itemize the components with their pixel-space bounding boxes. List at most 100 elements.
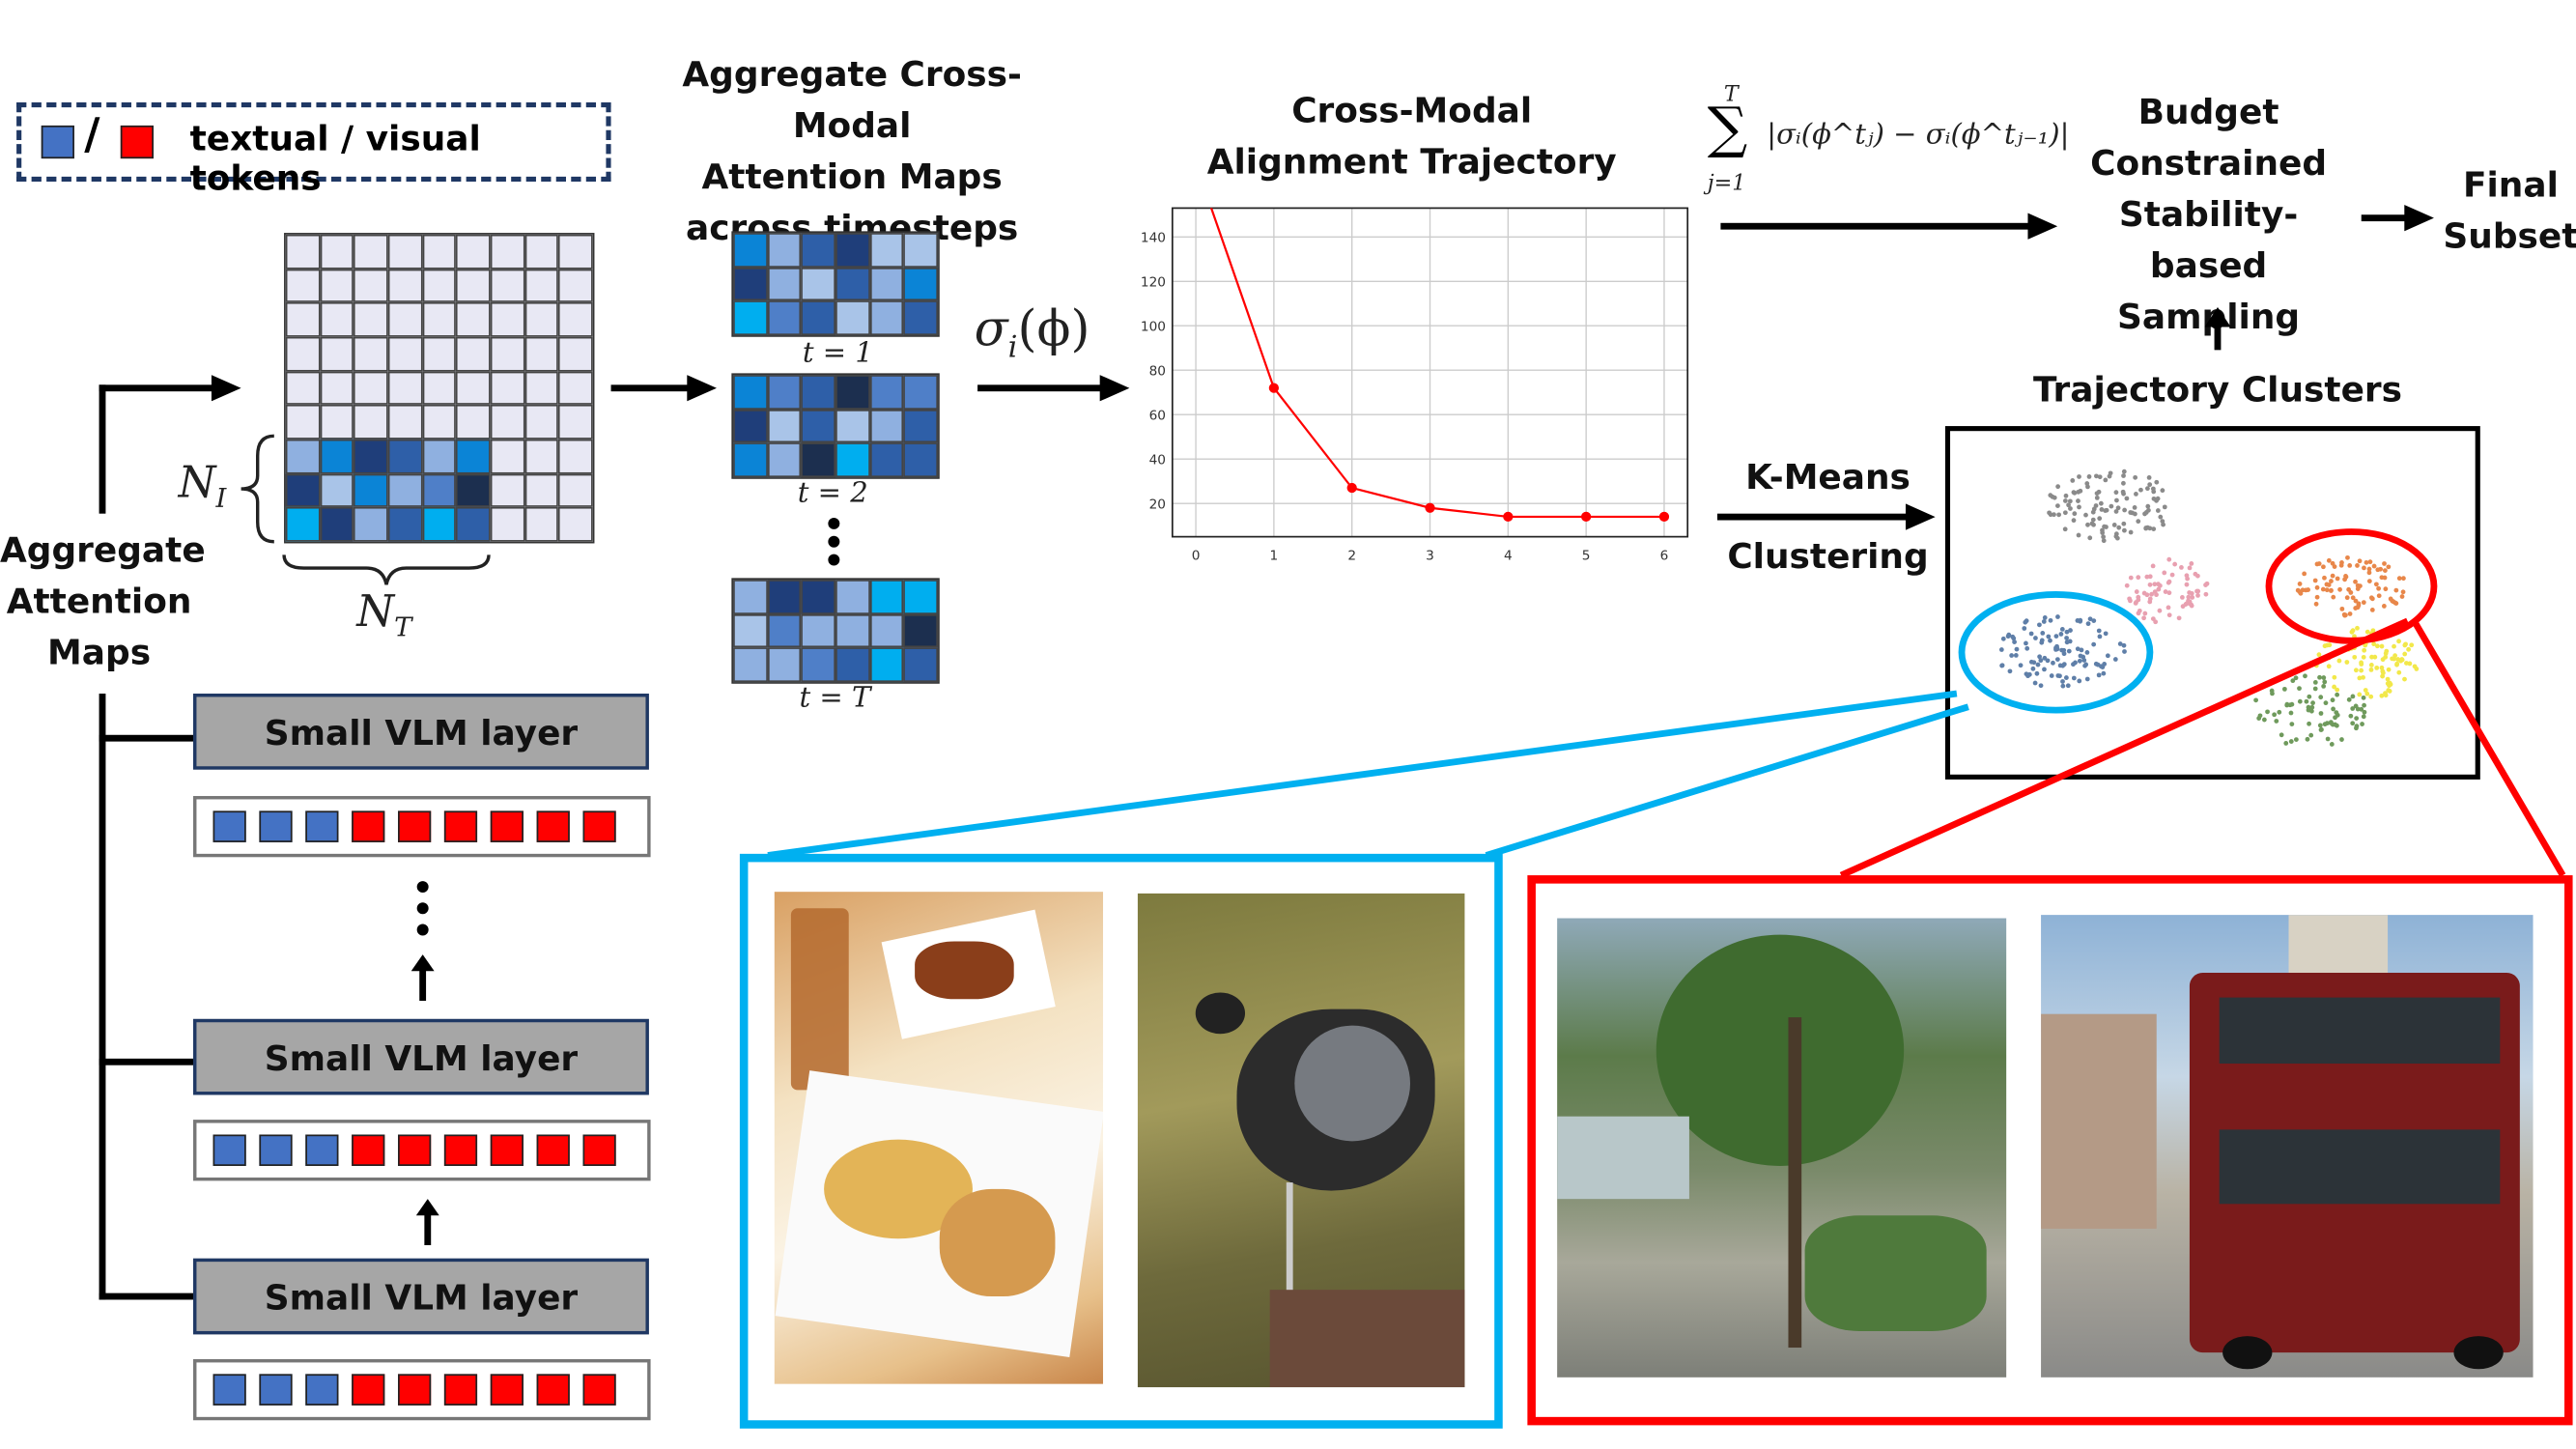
attention-cell — [285, 405, 321, 440]
x-tick-label: 3 — [1426, 549, 1434, 564]
data-point — [1268, 383, 1280, 393]
cluster-point — [2005, 634, 2011, 639]
cluster-point — [2009, 653, 2015, 658]
cluster-point — [2054, 657, 2060, 662]
arrow-up-icon — [410, 954, 435, 1002]
cluster-point — [2038, 683, 2044, 689]
attention-cell — [285, 234, 321, 270]
attention-cell — [524, 371, 559, 406]
cluster-point — [2160, 488, 2166, 494]
title-line: Alignment Trajectory — [1206, 142, 1617, 183]
attention-cell — [354, 405, 388, 440]
green-cluster — [2253, 673, 2367, 747]
heatmap-cell — [733, 613, 768, 648]
cluster-point — [2122, 507, 2127, 513]
n-i-brace-icon — [241, 434, 274, 544]
cluster-point — [2100, 530, 2106, 535]
attention-cell — [320, 302, 354, 337]
cluster-point — [1998, 647, 2004, 652]
heatmap-cell — [835, 647, 870, 683]
textual-token — [259, 1134, 293, 1166]
cluster-point — [2360, 722, 2364, 726]
cluster-point — [2361, 654, 2366, 660]
heatmap-cell — [869, 409, 904, 443]
aggregate-maps-title: Aggregate Cross-Modal Attention Maps acr… — [628, 49, 1077, 254]
cluster-point — [2329, 579, 2334, 583]
heatmap-cell — [903, 442, 939, 478]
cluster-point — [2101, 670, 2107, 676]
cluster-point — [2048, 493, 2053, 498]
cluster-point — [2035, 662, 2041, 668]
visual-token — [490, 810, 524, 842]
heatmap-tT — [731, 578, 940, 684]
cluster-point — [2155, 508, 2161, 513]
cluster-point — [2166, 579, 2172, 584]
photo-food — [774, 892, 1104, 1384]
cluster-point — [2049, 673, 2054, 678]
cluster-point — [2086, 474, 2092, 479]
final-subset-label: Final Subset — [2441, 160, 2576, 263]
cluster-point — [2180, 604, 2186, 610]
cluster-point — [2166, 605, 2171, 611]
t2-label: t = 2 — [797, 477, 868, 511]
cluster-point — [2345, 554, 2350, 560]
cluster-point — [2085, 484, 2090, 490]
cluster-point — [2149, 591, 2154, 597]
cluster-point — [2312, 680, 2318, 685]
cluster-point — [2083, 662, 2089, 668]
orange-cluster — [2295, 554, 2406, 618]
cluster-point — [2194, 573, 2200, 579]
cluster-point — [2060, 683, 2066, 689]
cluster-point — [2061, 662, 2067, 668]
attention-cell — [490, 507, 525, 542]
cluster-point — [2024, 645, 2030, 651]
heatmap-cell — [767, 233, 802, 268]
data-point — [1425, 502, 1435, 513]
attention-cell — [490, 269, 525, 303]
cluster-point — [2077, 504, 2081, 510]
arrow-right-icon — [211, 375, 241, 402]
heatmap-cell — [733, 409, 768, 443]
cluster-point — [2122, 649, 2127, 654]
attention-cell — [456, 473, 491, 508]
cluster-point — [2324, 642, 2330, 648]
cluster-point — [2384, 648, 2390, 654]
cluster-point — [2141, 615, 2146, 621]
cluster-point — [2355, 605, 2361, 611]
label-line: Stability-based — [2118, 194, 2299, 286]
attention-cell — [524, 405, 559, 440]
cluster-point — [2376, 585, 2382, 591]
visual-token — [352, 1374, 385, 1406]
cluster-point — [2012, 639, 2017, 644]
connector-line — [610, 384, 691, 392]
heatmap-cell — [835, 300, 870, 336]
blue-cluster — [1998, 614, 2127, 689]
cluster-point — [2101, 534, 2107, 540]
cluster-point — [2042, 667, 2047, 672]
heatmap-cell — [767, 267, 802, 301]
cluster-point — [2099, 507, 2105, 512]
attention-cell — [422, 405, 457, 440]
cluster-point — [2128, 510, 2134, 515]
cluster-point — [2369, 608, 2375, 612]
heatmap-cell — [733, 233, 768, 268]
attention-cell — [558, 405, 593, 440]
attention-cell — [456, 439, 491, 474]
cluster-point — [2265, 709, 2270, 715]
attention-cell — [456, 269, 491, 303]
cluster-point — [2306, 587, 2310, 592]
cluster-point — [2313, 601, 2319, 607]
title-line: Attention Maps — [701, 156, 1003, 197]
cluster-point — [2124, 582, 2130, 588]
y-tick-label: 20 — [1149, 497, 1166, 512]
cluster-point — [2076, 532, 2081, 538]
sum-symbol: ∑ — [1707, 96, 1748, 162]
cluster-point — [2317, 674, 2322, 680]
cluster-point — [2332, 674, 2337, 680]
attention-cell — [387, 371, 423, 406]
attention-cell — [354, 302, 388, 337]
textual-token — [305, 1374, 339, 1406]
orange-cluster-highlight — [2265, 528, 2438, 644]
vlm-layer-middle: Small VLM layer — [193, 1018, 649, 1095]
cluster-point — [2176, 615, 2182, 621]
